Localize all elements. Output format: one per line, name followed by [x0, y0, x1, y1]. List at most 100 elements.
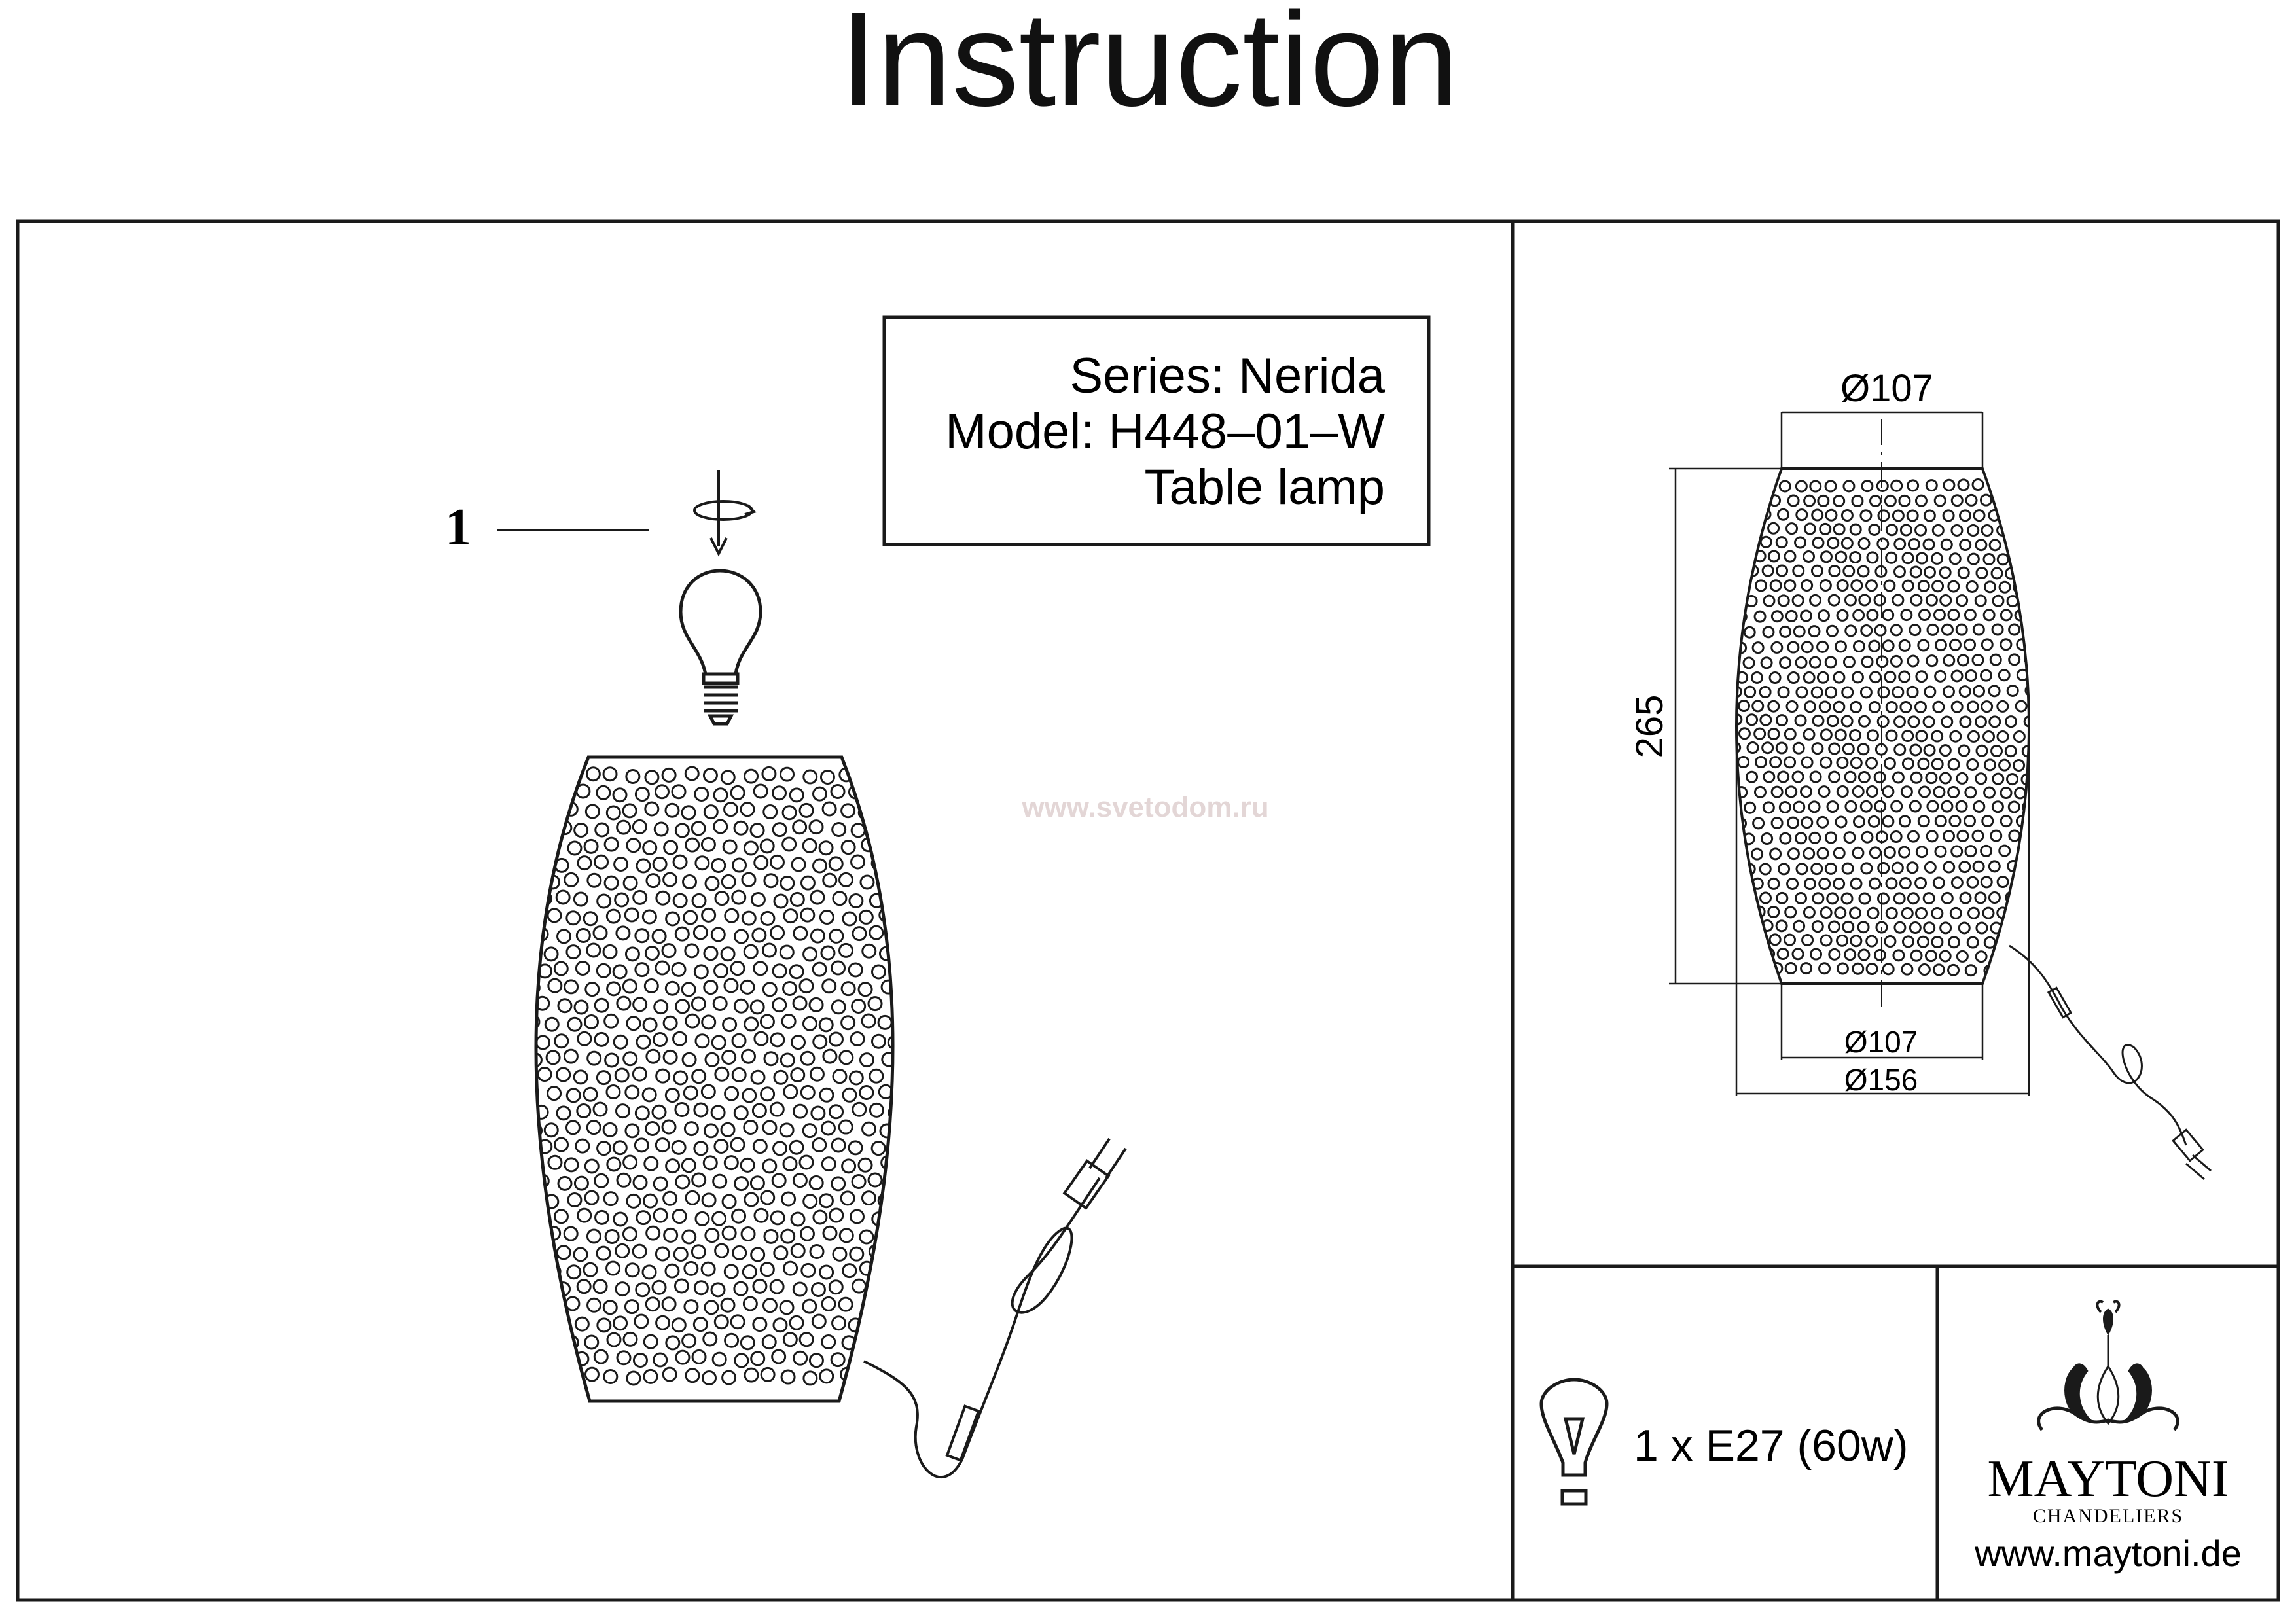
- perforation-hole: [1907, 715, 1920, 728]
- perforation-hole: [2016, 493, 2029, 506]
- perforation-hole: [842, 1087, 857, 1103]
- perforation-hole: [732, 1245, 747, 1260]
- perforation-hole: [1833, 700, 1846, 713]
- perforation-hole: [1915, 552, 1928, 565]
- perforation-hole: [596, 785, 611, 800]
- perforation-hole: [1736, 832, 1740, 846]
- perforation-hole: [720, 946, 736, 962]
- perforation-hole: [1964, 669, 1977, 683]
- perforation-hole: [1866, 729, 1879, 742]
- perforation-hole: [1998, 758, 2011, 772]
- perforation-hole: [603, 1013, 619, 1029]
- perforation-hole: [792, 819, 808, 835]
- perforation-hole: [1760, 656, 1773, 669]
- perforation-hole: [1950, 845, 1964, 858]
- perforation-hole: [1909, 624, 1922, 637]
- perforation-hole: [828, 1279, 844, 1295]
- perforation-hole: [1824, 862, 1837, 875]
- perforation-hole: [1836, 756, 1849, 769]
- perforation-hole: [1971, 654, 1984, 667]
- perforation-hole: [889, 1352, 893, 1368]
- perforation-hole: [1746, 770, 1759, 783]
- perforation-hole: [819, 1368, 834, 1384]
- perforation-hole: [1738, 727, 1751, 740]
- perforation-hole: [557, 1175, 573, 1191]
- perforation-hole: [703, 1123, 719, 1139]
- perforation-hole: [1857, 921, 1870, 934]
- perforation-hole: [1981, 524, 1994, 537]
- perforation-hole: [615, 1243, 630, 1258]
- perforation-hole: [663, 1227, 679, 1243]
- perforation-hole: [1899, 700, 1912, 713]
- brand-website[interactable]: www.maytoni.de: [1974, 1533, 2242, 1574]
- perforation-hole: [1849, 728, 1862, 741]
- perforation-hole: [1892, 949, 1905, 962]
- perforation-hole: [1883, 579, 1896, 592]
- perforation-hole: [790, 1243, 806, 1258]
- perforation-hole: [819, 770, 835, 785]
- perforation-hole: [1980, 876, 1993, 889]
- perforation-hole: [1784, 756, 1797, 769]
- perforation-hole: [1917, 639, 1930, 652]
- perforation-hole: [602, 944, 618, 959]
- perforation-hole: [602, 1300, 618, 1315]
- perforation-hole: [643, 1334, 658, 1349]
- perforation-hole: [1801, 579, 1814, 592]
- perforation-hole: [636, 858, 651, 874]
- perforation-hole: [573, 891, 588, 907]
- perforation-hole: [888, 1282, 893, 1298]
- perforation-hole: [684, 943, 700, 959]
- perforation-hole: [1858, 594, 1871, 607]
- watermark: www.svetodom.ru: [1021, 791, 1268, 823]
- perforation-hole: [832, 1246, 848, 1262]
- perforation-hole: [793, 1350, 808, 1366]
- dimension-drawing: Ø107 265 Ø107 Ø156: [1628, 367, 2212, 1181]
- perforation-hole: [683, 1121, 699, 1137]
- perforation-hole: [1898, 670, 1911, 683]
- perforation-hole: [782, 1156, 798, 1171]
- perforation-hole: [1955, 800, 1968, 813]
- perforation-hole: [741, 910, 757, 926]
- perforation-hole: [701, 1192, 717, 1208]
- perforation-hole: [1885, 729, 1898, 742]
- perforation-hole: [632, 1243, 647, 1259]
- perforation-hole: [838, 1296, 853, 1312]
- perforation-hole: [544, 1298, 560, 1313]
- perforation-hole: [828, 856, 844, 872]
- perforation-hole: [1899, 524, 1912, 537]
- perforation-hole: [1981, 700, 1994, 713]
- perforation-hole: [1820, 550, 1833, 563]
- perforation-hole: [1857, 743, 1870, 756]
- perforation-hole: [1918, 963, 1931, 976]
- perforation-hole: [2007, 478, 2020, 491]
- perforation-hole: [577, 855, 592, 871]
- perforation-hole: [1849, 523, 1862, 536]
- perforation-hole: [808, 1353, 824, 1368]
- perforation-hole: [1784, 906, 1797, 919]
- perforation-hole: [1736, 713, 1743, 726]
- perforation-hole: [1795, 686, 1808, 699]
- perforation-hole: [1926, 800, 1939, 813]
- perforation-hole: [586, 1050, 602, 1066]
- perforation-hole: [691, 821, 706, 836]
- perforation-hole: [1917, 579, 1930, 592]
- perforation-hole: [1964, 845, 1977, 858]
- perforation-hole: [850, 1031, 865, 1046]
- perforation-hole: [635, 1282, 651, 1298]
- perforation-hole: [869, 925, 884, 940]
- perforation-hole: [829, 1104, 844, 1120]
- perforation-hole: [566, 1264, 582, 1280]
- perforation-hole: [848, 1070, 864, 1086]
- perforation-hole: [592, 925, 608, 941]
- perforation-hole: [2013, 758, 2026, 772]
- perforation-hole: [1840, 508, 1854, 522]
- perforation-hole: [740, 1048, 756, 1064]
- perforation-hole: [762, 1120, 778, 1135]
- perforation-hole: [744, 1016, 759, 1032]
- perforation-hole: [1746, 713, 1759, 726]
- perforation-hole: [798, 978, 814, 994]
- perforation-hole: [1808, 656, 1821, 669]
- bulb-icon: [679, 569, 762, 726]
- bulb-spec-icon: [1539, 1378, 1609, 1506]
- perforation-hole: [1992, 772, 2005, 785]
